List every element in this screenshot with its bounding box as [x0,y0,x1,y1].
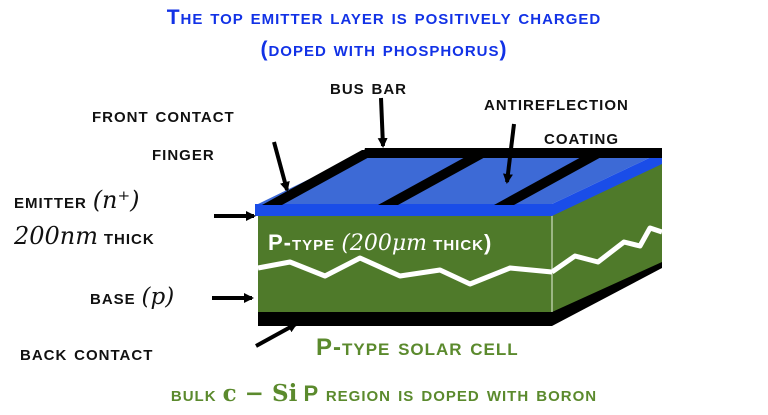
emitter-top-face [258,152,662,204]
bulk-side-face [552,160,662,312]
title-line-1: The top emitter layer is positively char… [166,6,602,29]
label-base-word: base [90,286,136,309]
footer-caption: bulk c − Si P region is doped with boron [0,380,768,407]
label-ptype-inside-math: (200μm [341,231,428,256]
label-ptype-inside-thick: thick) [433,230,493,255]
contact-finger-2 [378,150,498,205]
junction-line-front [257,255,553,287]
label-coating: coating [544,126,620,149]
label-emitter-math: (n⁺) [92,186,140,214]
label-bus-bar: bus bar [330,76,408,99]
label-emitter-word: emitter [14,190,87,213]
label-emitter-thickness: 200nm thick [14,222,155,250]
label-emitter: emitter (n⁺) [14,186,140,214]
emitter-band-front [255,204,552,216]
junction-line-side [550,225,663,275]
arrow-bus-bar [377,97,388,148]
label-emitter-thickness-math: 200nm [14,222,99,250]
label-ptype-inside-word: P-type [268,230,336,255]
arrow-antireflection [502,123,516,184]
label-emitter-thickness-word: thick [103,226,155,249]
emitter-band-side [552,152,662,216]
label-base-math: (p) [141,284,175,310]
contact-finger-1 [262,150,382,205]
label-front-contact: front contact [92,104,235,127]
back-contact-front [258,310,552,326]
label-back-contact: back contact [20,342,154,365]
title-line-2: (doped with phosphorus) [260,38,508,61]
arrow-back-contact [255,322,298,348]
label-base: base (p) [90,284,174,310]
footer-part-bulk: bulk [170,381,217,406]
label-antireflection: antireflection [484,92,629,115]
label-ptype-solar-cell: P-type solar cell [316,334,519,361]
contact-finger-3 [494,150,614,205]
arrow-front-contact [272,141,290,192]
footer-part-csi: c − Si [222,380,298,407]
footer-part-region: P region is doped with boron [303,381,598,406]
label-finger: finger [152,142,215,165]
bulk-front-face [258,214,552,312]
label-ptype-inside: P-type (200μm thick) [268,230,492,256]
